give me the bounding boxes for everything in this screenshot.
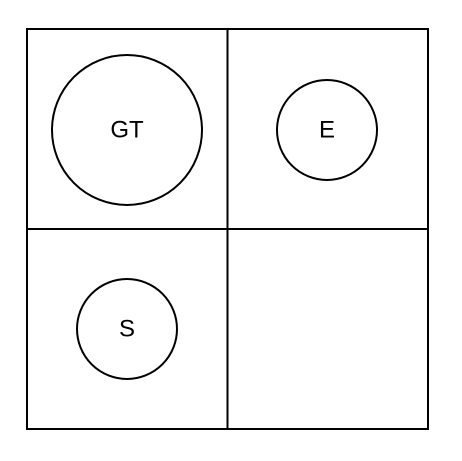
circle-s-label: S (119, 316, 135, 343)
circle-gt-label: GT (110, 117, 144, 144)
circle-e (276, 79, 378, 181)
cell-top-right: E (276, 79, 378, 181)
cell-top-left: GT (51, 54, 203, 206)
cell-bottom-left: S (76, 278, 178, 380)
circle-gt (51, 54, 203, 206)
circle-e-label: E (319, 117, 335, 144)
circle-s (76, 278, 178, 380)
